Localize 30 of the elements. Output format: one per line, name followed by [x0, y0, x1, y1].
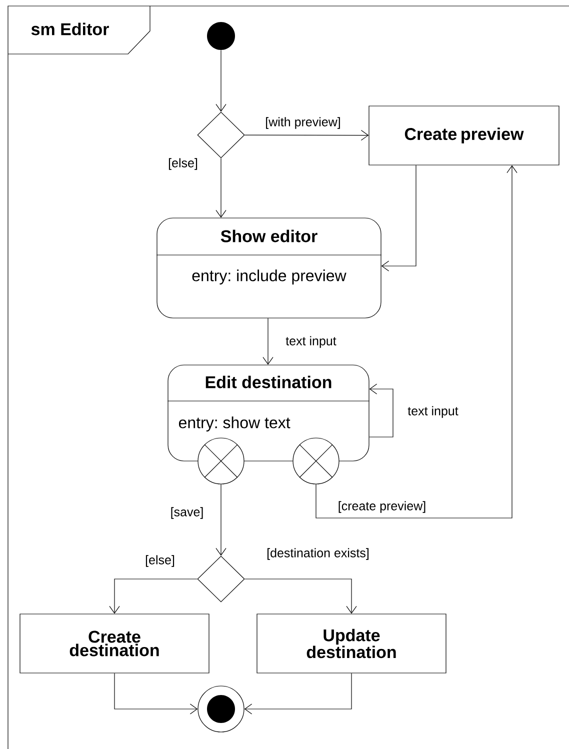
arrow	[216, 484, 226, 556]
arrow	[244, 130, 369, 141]
arrow	[381, 165, 416, 272]
arrow	[316, 165, 518, 518]
arrow	[369, 384, 394, 438]
edge-label: [create preview]	[336, 500, 428, 514]
edge-label: [destination exists]	[266, 547, 370, 561]
exit-point	[198, 438, 244, 484]
final-state	[198, 686, 244, 732]
edge-label: text input	[406, 405, 460, 419]
arrow	[114, 673, 198, 714]
edge-label: text input	[284, 335, 338, 349]
arrow	[244, 578, 357, 614]
action-box: Create preview	[368, 106, 560, 166]
action-box: Update destination	[256, 614, 446, 674]
arrow	[244, 673, 352, 714]
decision-diamond	[197, 112, 245, 158]
arrow	[262, 318, 274, 365]
decision-diamond	[197, 556, 245, 602]
edge-label: [save]	[169, 506, 205, 520]
edge-label: [else]	[167, 157, 199, 171]
arrow	[216, 158, 226, 218]
arrow	[109, 578, 198, 614]
exit-point	[292, 438, 340, 484]
arrow	[216, 50, 226, 112]
state-box: Show editor entry: include preview	[156, 218, 382, 318]
edge-label: [with preview]	[264, 116, 342, 130]
initial-state	[207, 22, 235, 50]
edge-label: [else]	[144, 554, 176, 568]
action-box: Create destination	[20, 614, 210, 674]
